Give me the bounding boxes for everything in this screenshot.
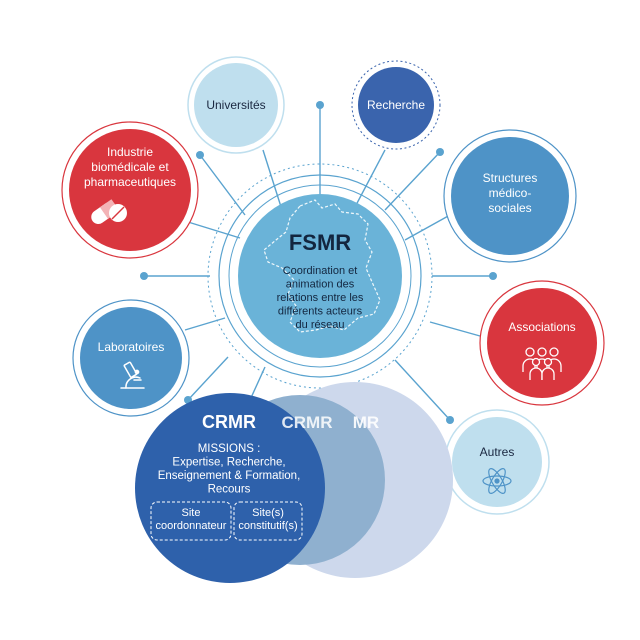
text-line: biomédicale et (91, 160, 169, 174)
text-line: Associations (508, 320, 575, 334)
connector-universites (262, 149, 283, 211)
connector-associations (429, 321, 481, 337)
text-line: sociales (488, 201, 531, 215)
structures-disc (451, 137, 569, 255)
outer-dotted-ring (207, 163, 433, 389)
connector-lower-left (187, 356, 229, 401)
text-line: Structures (483, 171, 538, 185)
connector-structures (404, 214, 451, 241)
pill-capsule-icon (91, 199, 127, 225)
text-line: animation des (286, 279, 355, 291)
text-line: Coordination et (283, 265, 358, 277)
actor-recherche[interactable]: Recherche (351, 60, 441, 150)
connector-lines (144, 105, 493, 421)
france-map-outline (263, 199, 381, 333)
microscope-icon (120, 361, 145, 389)
crmr-group: CRMR MR CRMR MISSIONS : Expertise, Recher… (135, 382, 453, 583)
actor-associations[interactable]: Associations (479, 280, 605, 406)
site-coordonnateur-border (150, 501, 232, 541)
text-line: Autres (480, 445, 515, 459)
crmr-ghost-title-1: CRMR (282, 413, 333, 432)
text-line: Recherche (367, 98, 425, 112)
connector-recherche (354, 149, 386, 208)
recherche-label: Recherche (367, 98, 425, 112)
site-constitutif-border (233, 501, 303, 541)
text-line: MISSIONS : (198, 443, 261, 455)
laboratoires-disc (80, 307, 182, 409)
connector-dot-left (140, 272, 148, 280)
people-group-icon (522, 347, 562, 380)
crmr-title: CRMR (202, 412, 256, 432)
autres-disc (452, 417, 542, 507)
crmr-ghost-title-2: MR (353, 413, 379, 432)
connector-dots (140, 101, 497, 424)
text-line: pharmaceutiques (84, 175, 176, 189)
associations-disc (487, 288, 597, 398)
connector-structures-upper (384, 151, 441, 211)
recherche-dotted-ring (351, 60, 441, 150)
text-line: différents acteurs (278, 306, 363, 318)
autres-label: Autres (480, 445, 515, 459)
universites-disc (194, 63, 278, 147)
actor-autres[interactable]: Autres (444, 409, 550, 515)
connector-dot-right (489, 272, 497, 280)
text-line: Expertise, Recherche, (172, 457, 285, 469)
text-line: du réseau (296, 319, 345, 331)
associations-label: Associations (508, 320, 575, 334)
connector-dot-top (316, 101, 324, 109)
connector-industrie (187, 221, 241, 239)
text-line: Site(s) (252, 507, 284, 519)
connector-dot-top-right (436, 148, 444, 156)
text-line: Enseignement & Formation, (158, 470, 301, 482)
text-line: Recours (208, 484, 251, 496)
actor-laboratoires[interactable]: Laboratoires (72, 299, 190, 417)
connector-dot-top-left (196, 151, 204, 159)
recherche-disc (358, 67, 434, 143)
text-line: Universités (206, 98, 265, 112)
text-line: Laboratoires (98, 340, 165, 354)
crmr-main-circle[interactable] (135, 393, 325, 583)
site-constitutif-label: Site(s)constitutif(s) (238, 507, 297, 532)
text-line: constitutif(s) (238, 520, 297, 532)
site-constitutif-box[interactable]: Site(s)constitutif(s) (233, 501, 303, 541)
fsmr-title: FSMR (289, 230, 351, 255)
connector-laboratoires (184, 317, 226, 331)
laboratoires-label: Laboratoires (98, 340, 165, 354)
connector-dot-bottom-right (446, 416, 454, 424)
center-rings (207, 163, 433, 389)
atom-icon (482, 468, 512, 494)
text-line: Industrie (107, 145, 153, 159)
connector-autres (394, 359, 451, 421)
text-line: médico- (489, 186, 532, 200)
text-line: coordonnateur (156, 520, 227, 532)
actor-universites[interactable]: Universités (187, 56, 285, 154)
connector-industrie-upper (199, 154, 246, 216)
crmr-missions: MISSIONS : Expertise, Recherche,Enseignem… (158, 443, 301, 496)
text-line: relations entre les (277, 292, 364, 304)
universites-label: Universités (206, 98, 265, 112)
inner-ring (228, 184, 412, 368)
text-line: Site (182, 507, 201, 519)
middle-ring (218, 174, 422, 378)
